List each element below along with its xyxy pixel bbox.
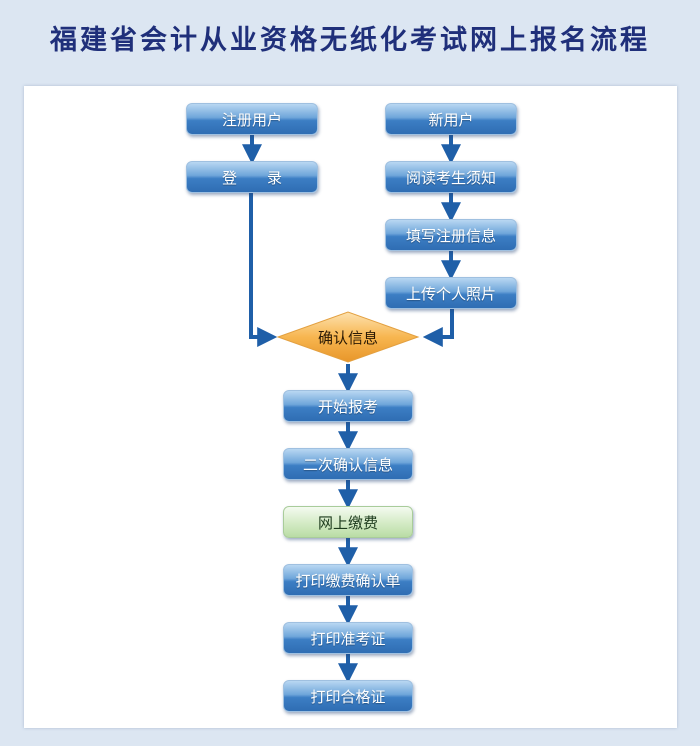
arrow-upload-to-confirm bbox=[422, 309, 454, 347]
reconfirm-label: 二次确认信息 bbox=[302, 455, 393, 474]
register-user-label: 注册用户 bbox=[221, 110, 282, 129]
print-ticket-box: 打印准考证 bbox=[283, 622, 413, 654]
upload-photo-label: 上传个人照片 bbox=[405, 284, 496, 303]
page-title: 福建省会计从业资格无纸化考试网上报名流程 bbox=[50, 25, 650, 56]
upload-photo-box: 上传个人照片 bbox=[385, 277, 517, 309]
print-pass-label: 打印合格证 bbox=[310, 687, 386, 706]
start-apply-box: 开始报考 bbox=[283, 390, 413, 422]
online-pay-box: 网上缴费 bbox=[283, 506, 413, 538]
login-label: 登 录 bbox=[221, 168, 282, 187]
new-user-box: 新用户 bbox=[385, 103, 517, 135]
confirm-info-diamond bbox=[276, 311, 420, 363]
read-notice-box: 阅读考生须知 bbox=[385, 161, 517, 193]
fill-info-box: 填写注册信息 bbox=[385, 219, 517, 251]
login-box: 登 录 bbox=[186, 161, 318, 193]
print-payment-label: 打印缴费确认单 bbox=[295, 571, 401, 590]
confirm-info-label: 确认信息 bbox=[317, 328, 378, 347]
start-apply-label: 开始报考 bbox=[317, 397, 378, 416]
print-ticket-label: 打印准考证 bbox=[310, 629, 386, 648]
register-user-box: 注册用户 bbox=[186, 103, 318, 135]
read-notice-label: 阅读考生须知 bbox=[405, 168, 496, 187]
online-pay-label: 网上缴费 bbox=[317, 513, 378, 532]
print-pass-box: 打印合格证 bbox=[283, 680, 413, 712]
print-payment-box: 打印缴费确认单 bbox=[283, 564, 413, 596]
arrow-login-to-confirm bbox=[249, 193, 278, 347]
fill-info-label: 填写注册信息 bbox=[405, 226, 496, 245]
new-user-label: 新用户 bbox=[428, 110, 474, 129]
reconfirm-box: 二次确认信息 bbox=[283, 448, 413, 480]
